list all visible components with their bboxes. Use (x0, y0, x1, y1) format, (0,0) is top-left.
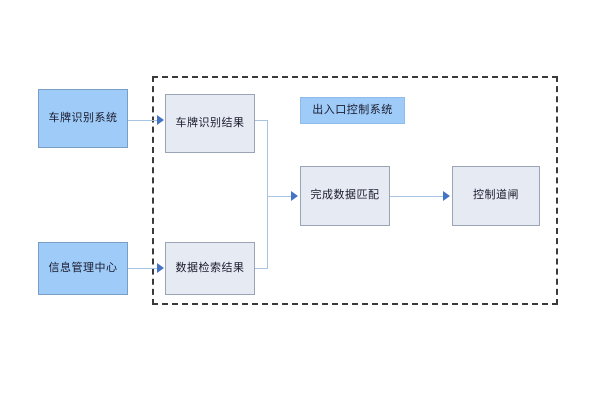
connector-plate-system-to-plate-result (128, 120, 159, 121)
node-data-retrieval-result[interactable]: 数据检索结果 (165, 242, 255, 295)
connector-bus-lower-segment (267, 196, 268, 268)
connector-retrieval-result-to-bus (255, 268, 268, 269)
node-data-matching-done[interactable]: 完成数据匹配 (300, 166, 390, 226)
arrowhead-data-matching-to-barrier-control (443, 191, 450, 201)
connector-data-matching-to-barrier-control (390, 196, 443, 197)
arrowhead-bus-to-data-matching (291, 191, 298, 201)
subsystem-title-tag: 出入口控制系统 (300, 97, 405, 124)
connector-plate-result-to-bus (255, 120, 268, 121)
subsystem-group-boundary (152, 76, 558, 305)
arrowhead-plate-system-to-plate-result (157, 115, 164, 125)
connector-bus-upper-segment (267, 120, 268, 196)
node-plate-recognition-result[interactable]: 车牌识别结果 (165, 94, 255, 153)
arrowhead-info-center-to-retrieval-result (157, 263, 164, 273)
node-barrier-control[interactable]: 控制道闸 (452, 166, 540, 226)
connector-bus-to-data-matching (267, 196, 292, 197)
connector-info-center-to-retrieval-result (128, 268, 159, 269)
node-plate-recognition-system[interactable]: 车牌识别系统 (38, 89, 128, 148)
node-info-management-center[interactable]: 信息管理中心 (38, 242, 128, 295)
